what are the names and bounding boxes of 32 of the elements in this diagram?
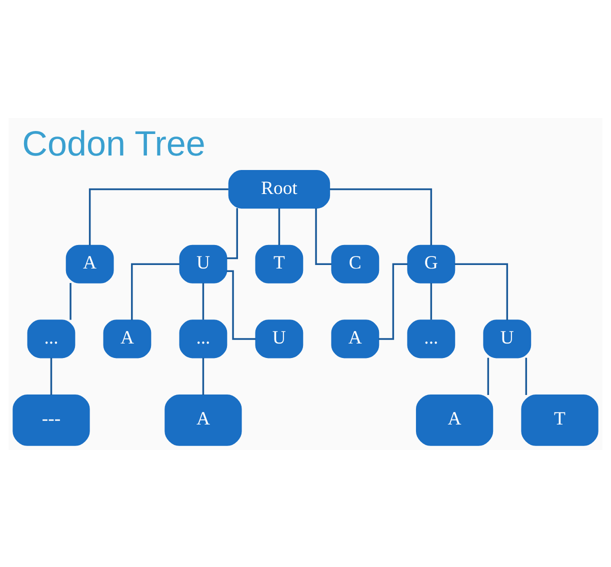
node-box: A: [66, 244, 114, 283]
diagram-title: Codon Tree: [22, 124, 206, 163]
connector: [487, 357, 490, 394]
node-box: T: [255, 244, 304, 283]
connector: [202, 282, 204, 320]
connector: [131, 262, 180, 320]
node-box: ---: [12, 394, 90, 446]
connector: [70, 282, 72, 320]
node-box: A: [416, 394, 494, 446]
connector: [202, 357, 204, 394]
connector: [430, 282, 432, 320]
node-box: A: [103, 319, 152, 358]
connector: [454, 262, 508, 320]
node-box: ...: [407, 319, 456, 358]
node-box: C: [331, 244, 380, 283]
connector: [330, 188, 432, 245]
connector: [226, 270, 256, 340]
node-box: A: [331, 319, 380, 358]
connector: [525, 357, 528, 394]
node-box: U: [255, 319, 304, 358]
node-box: A: [164, 394, 242, 446]
node-box: T: [521, 394, 598, 446]
node-box: ...: [179, 319, 228, 358]
node-box: ...: [27, 319, 76, 358]
node-box: G: [407, 244, 456, 283]
connector: [226, 208, 238, 259]
node-box: U: [179, 244, 228, 283]
node-box: Root: [228, 170, 330, 208]
node-box: U: [483, 319, 532, 358]
connector: [88, 188, 228, 245]
connector: [278, 208, 280, 244]
connector: [50, 357, 52, 394]
